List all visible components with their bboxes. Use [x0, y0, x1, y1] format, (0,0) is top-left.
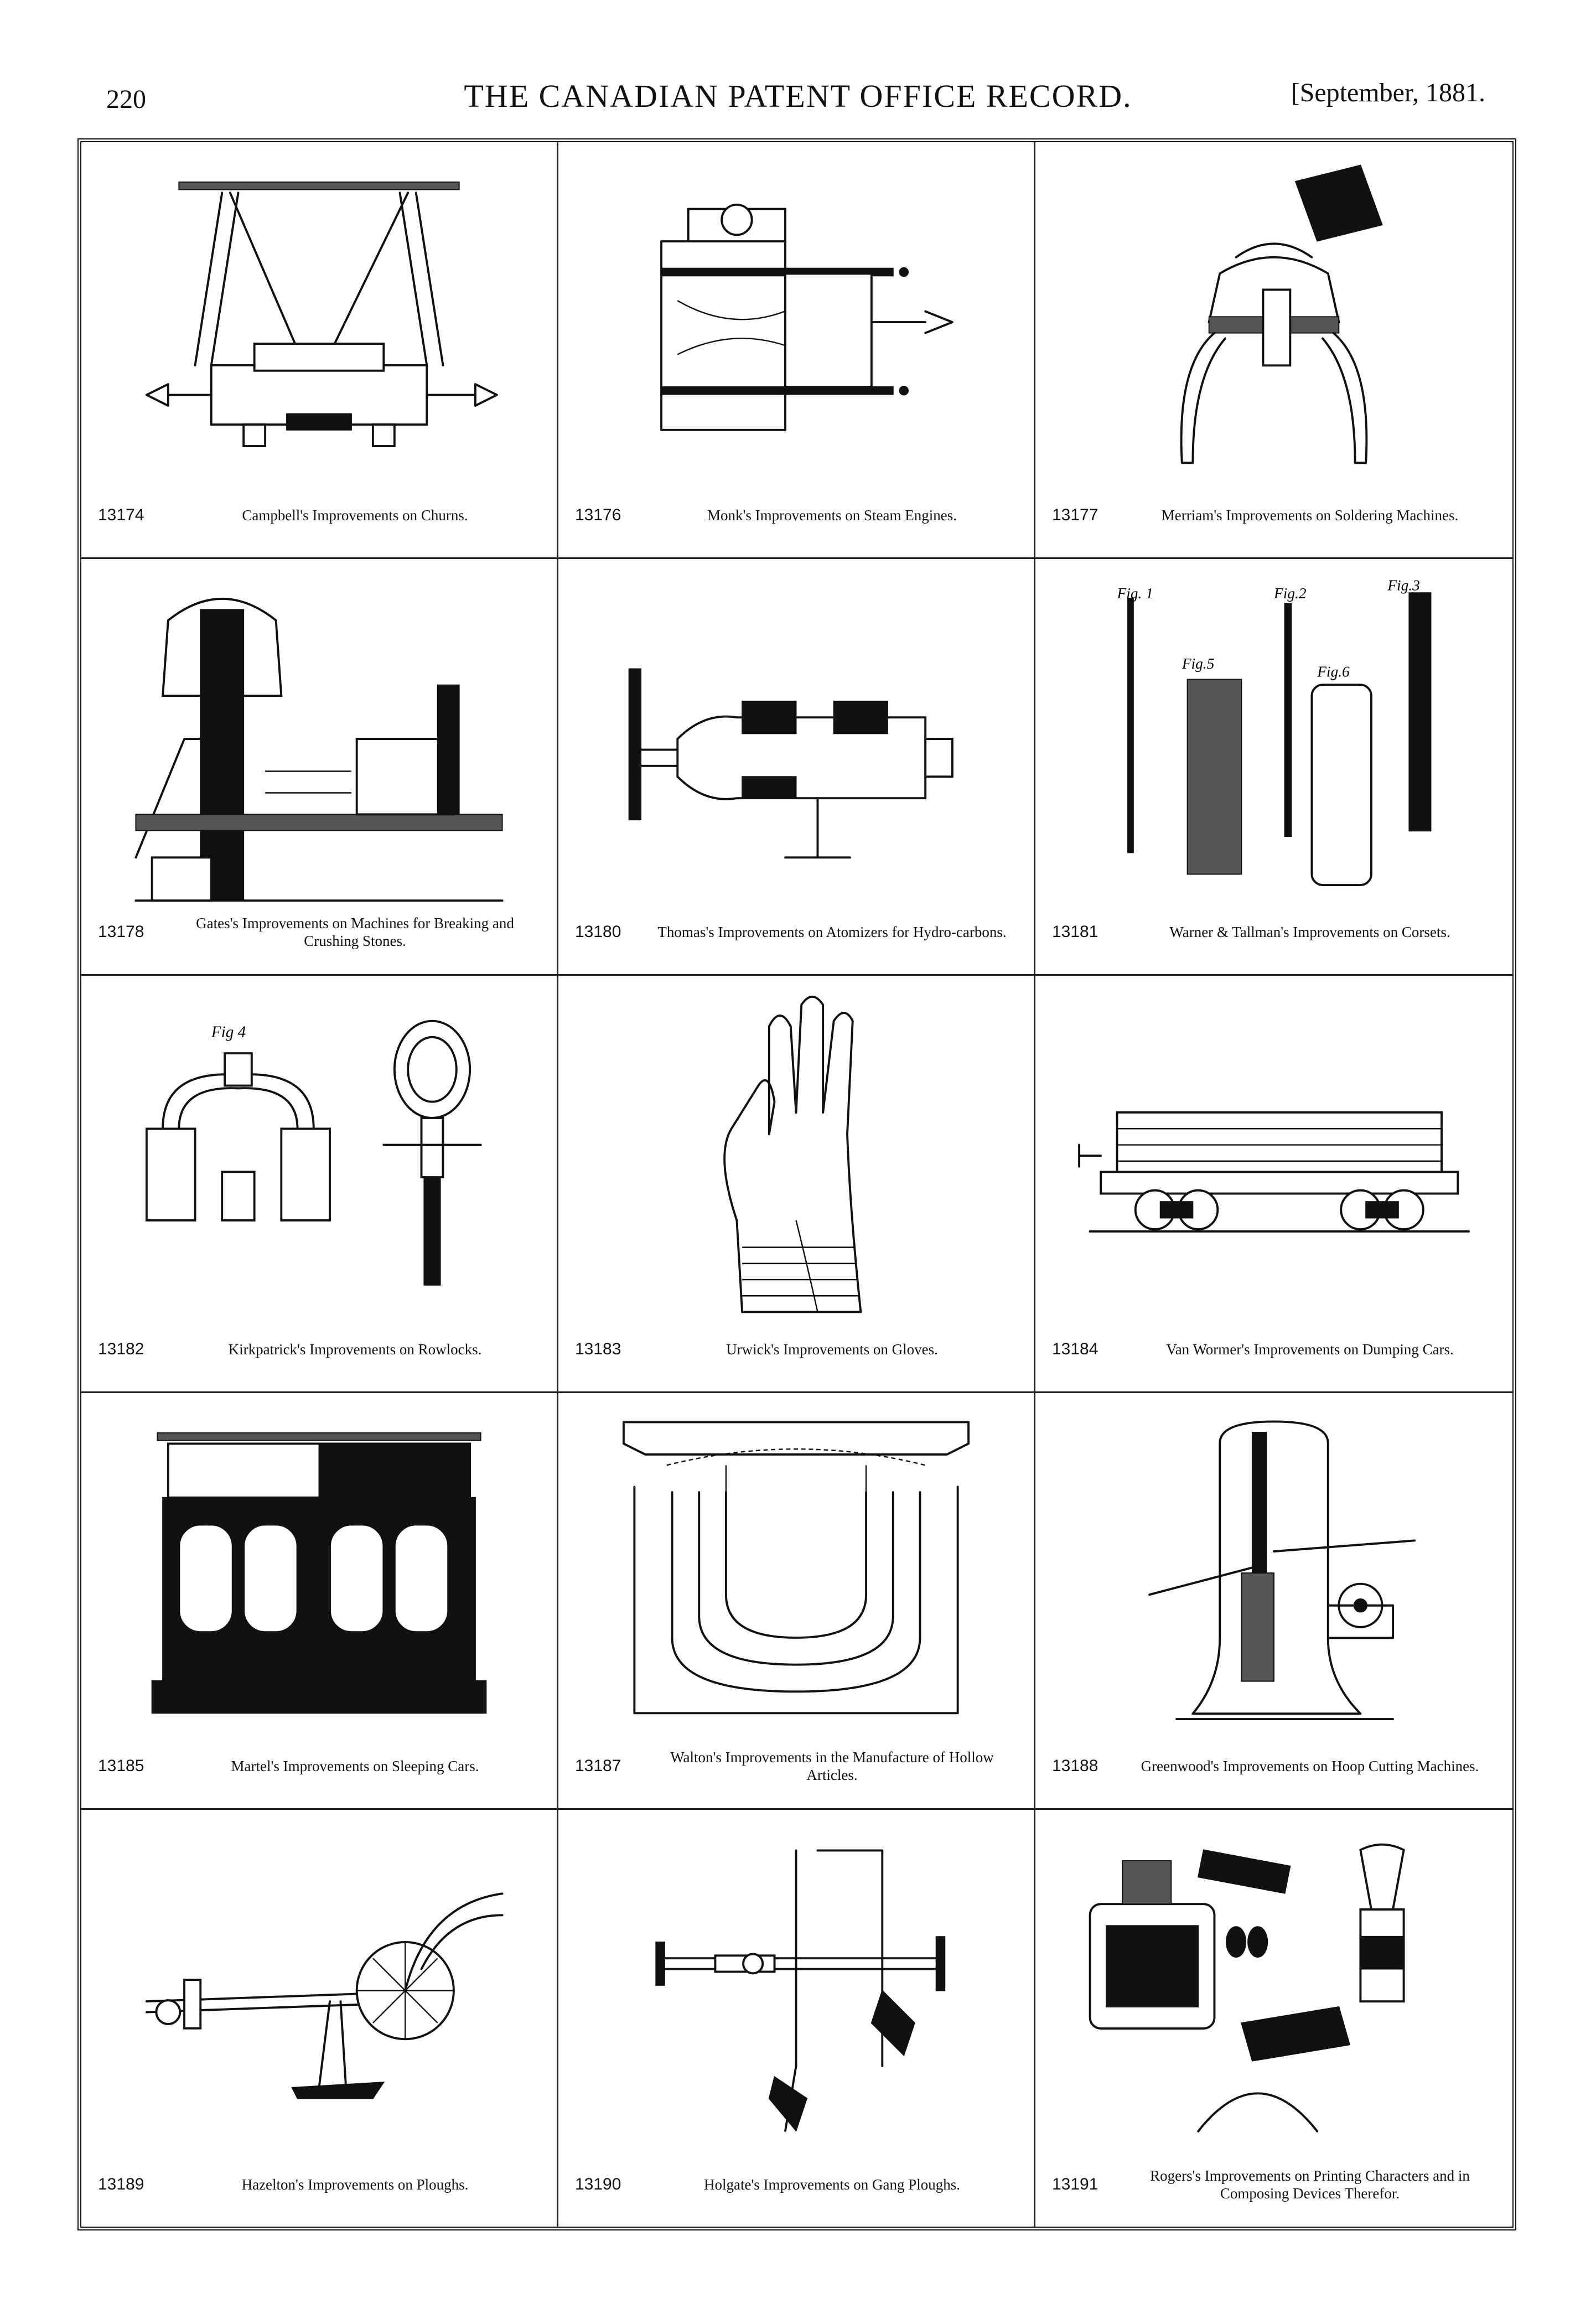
entry-caption: 13190 Holgate's Improvements on Gang Plo…: [575, 2158, 1017, 2211]
patent-number: 13189: [98, 2175, 144, 2193]
glove-illustration: [581, 992, 1012, 1319]
patent-title: Urwick's Improvements on Gloves.: [726, 1340, 938, 1358]
entry-caption: 13177 Merriam's Improvements on Solderin…: [1052, 489, 1496, 542]
patent-title: Rogers's Improvements on Printing Charac…: [1150, 2167, 1470, 2202]
patent-entry: 13185 Martel's Improvements on Sleeping …: [81, 1393, 558, 1810]
page-header: 220 THE CANADIAN PATENT OFFICE RECORD. […: [0, 0, 1596, 127]
patent-title: Van Wormer's Improvements on Dumping Car…: [1166, 1340, 1454, 1358]
patent-number: 13176: [575, 506, 621, 525]
hoop-cutting-machine-illustration: [1058, 1410, 1490, 1736]
issue-date: [September, 1881.: [1291, 78, 1485, 107]
patent-entry: 13183 Urwick's Improvements on Gloves.: [558, 976, 1035, 1393]
patent-title: Holgate's Improvements on Gang Ploughs.: [703, 2176, 961, 2193]
steam-engine-illustration: [581, 159, 1012, 485]
entry-caption: 13176 Monk's Improvements on Steam Engin…: [575, 489, 1017, 542]
corset-illustration: Fig. 1 Fig.2 Fig.3 Fig.5 Fig.6: [1058, 576, 1490, 902]
patent-title: Campbell's Improvements on Churns.: [242, 507, 468, 524]
entry-caption: 13174 Campbell's Improvements on Churns.: [98, 489, 540, 542]
fig-label: Fig.2: [1273, 585, 1307, 602]
dumping-car-illustration: [1058, 992, 1490, 1319]
soldering-machine-illustration: [1058, 159, 1490, 485]
entry-caption: 13180 Thomas's Improvements on Atomizers…: [575, 905, 1017, 959]
fig-label: Fig.5: [1182, 655, 1215, 672]
page-number: 220: [106, 85, 146, 114]
patent-entry: 13176 Monk's Improvements on Steam Engin…: [558, 142, 1035, 560]
patent-number: 13188: [1052, 1756, 1098, 1775]
fig-label: Fig.3: [1387, 577, 1420, 593]
patent-number: 13177: [1052, 506, 1098, 525]
rowlock-illustration: Fig 4: [103, 992, 535, 1319]
entry-caption: 13184 Van Wormer's Improvements on Dumpi…: [1052, 1323, 1496, 1376]
patent-grid: 13174 Campbell's Improvements on Churns.: [81, 142, 1512, 2227]
patent-number: 13190: [575, 2175, 621, 2193]
fig-label: Fig 4: [211, 1023, 246, 1041]
patent-title: Martel's Improvements on Sleeping Cars.: [231, 1757, 479, 1774]
entry-caption: 13183 Urwick's Improvements on Gloves.: [575, 1323, 1017, 1376]
patent-number: 13184: [1052, 1339, 1098, 1358]
patent-title: Thomas's Improvements on Atomizers for H…: [657, 924, 1007, 941]
patent-number: 13174: [98, 506, 144, 525]
patent-entry: 13188 Greenwood's Improvements on Hoop C…: [1035, 1393, 1512, 1810]
patent-entry: 13184 Van Wormer's Improvements on Dumpi…: [1035, 976, 1512, 1393]
patent-number: 13180: [575, 923, 621, 941]
plough-illustration: [103, 1826, 535, 2155]
patent-number: 13191: [1052, 2175, 1098, 2193]
entry-caption: 13181 Warner & Tallman's Improvements on…: [1052, 905, 1496, 959]
patent-entry: 13189 Hazelton's Improvements on Ploughs…: [81, 1809, 558, 2227]
patent-entry: 13180 Thomas's Improvements on Atomizers…: [558, 559, 1035, 976]
patent-number: 13187: [575, 1756, 621, 1775]
entry-caption: 13188 Greenwood's Improvements on Hoop C…: [1052, 1740, 1496, 1793]
fig-label: Fig. 1: [1117, 585, 1153, 602]
printing-characters-illustration: [1058, 1826, 1490, 2155]
patent-entry: 13177 Merriam's Improvements on Solderin…: [1035, 142, 1512, 560]
patent-title: Walton's Improvements in the Manufacture…: [670, 1748, 994, 1783]
publication-title: THE CANADIAN PATENT OFFICE RECORD.: [464, 78, 1132, 114]
patent-number: 13185: [98, 1756, 144, 1775]
patent-title: Monk's Improvements on Steam Engines.: [707, 507, 957, 524]
patent-number: 13183: [575, 1339, 621, 1358]
patent-entry: 13187 Walton's Improvements in the Manuf…: [558, 1393, 1035, 1810]
patent-illustration-frame: 13174 Campbell's Improvements on Churns.: [77, 138, 1516, 2230]
hollow-articles-illustration: [581, 1410, 1012, 1736]
patent-title: Kirkpatrick's Improvements on Rowlocks.: [228, 1340, 482, 1358]
entry-caption: 13178 Gates's Improvements on Machines f…: [98, 905, 540, 959]
sleeping-car-illustration: [103, 1410, 535, 1736]
patent-entry: Fig 4 13182 Kirkpatrick's Improvements o: [81, 976, 558, 1393]
entry-caption: 13182 Kirkpatrick's Improvements on Rowl…: [98, 1323, 540, 1376]
patent-title: Hazelton's Improvements on Ploughs.: [241, 2176, 469, 2193]
gang-plough-illustration: [581, 1826, 1012, 2155]
fig-label: Fig.6: [1317, 664, 1350, 680]
entry-caption: 13185 Martel's Improvements on Sleeping …: [98, 1740, 540, 1793]
churn-illustration: [103, 159, 535, 485]
patent-title: Greenwood's Improvements on Hoop Cutting…: [1141, 1757, 1479, 1774]
patent-number: 13178: [98, 923, 144, 941]
entry-caption: 13189 Hazelton's Improvements on Ploughs…: [98, 2158, 540, 2211]
patent-number: 13182: [98, 1339, 144, 1358]
atomizer-illustration: [581, 576, 1012, 902]
entry-caption: 13187 Walton's Improvements in the Manuf…: [575, 1740, 1017, 1793]
patent-entry: Fig. 1 Fig.2 Fig.3 Fig.5 Fig.6 13181 War…: [1035, 559, 1512, 976]
patent-title: Warner & Tallman's Improvements on Corse…: [1169, 924, 1450, 941]
patent-entry: 13178 Gates's Improvements on Machines f…: [81, 559, 558, 976]
patent-entry: 13191 Rogers's Improvements on Printing …: [1035, 1810, 1512, 2227]
patent-entry: 13174 Campbell's Improvements on Churns.: [81, 142, 558, 560]
patent-number: 13181: [1052, 923, 1098, 941]
patent-title: Gates's Improvements on Machines for Bre…: [196, 915, 514, 950]
entry-caption: 13191 Rogers's Improvements on Printing …: [1052, 2158, 1496, 2211]
patent-entry: 13190 Holgate's Improvements on Gang Plo…: [558, 1809, 1035, 2227]
stone-crusher-illustration: [103, 576, 535, 902]
patent-title: Merriam's Improvements on Soldering Mach…: [1161, 507, 1459, 524]
